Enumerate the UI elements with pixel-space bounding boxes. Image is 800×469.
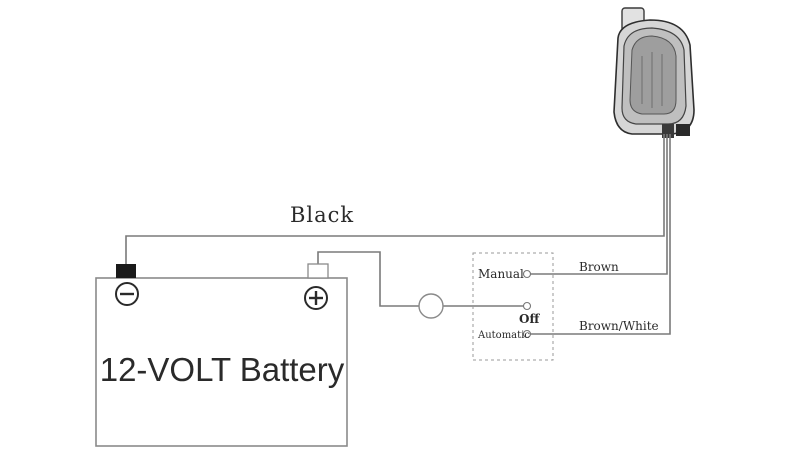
wire-black-label: Black [290, 203, 354, 227]
battery: 12-VOLT Battery [95, 263, 348, 447]
negative-terminal-icon [116, 264, 136, 278]
switch-automatic-label: Automatic [477, 330, 530, 341]
wire-brown [530, 134, 668, 275]
wire-black [125, 134, 665, 266]
switch-manual-label: Manual [478, 267, 524, 281]
switch-contact-automatic [522, 329, 532, 339]
switch-panel [472, 252, 554, 361]
fuse-icon [418, 293, 444, 319]
wire-brown-label: Brown [579, 260, 619, 274]
wire-brown-white-label: Brown/White [579, 319, 659, 333]
positive-terminal-icon [307, 263, 329, 279]
wire-positive [317, 251, 419, 307]
switch-off-label: Off [519, 312, 540, 326]
battery-label: 12-VOLT Battery [100, 351, 345, 388]
switch-contact-off [522, 301, 532, 311]
switch-contact-manual [522, 269, 532, 279]
bilge-pump-icon [613, 7, 695, 138]
wire-brown-white [530, 134, 671, 335]
